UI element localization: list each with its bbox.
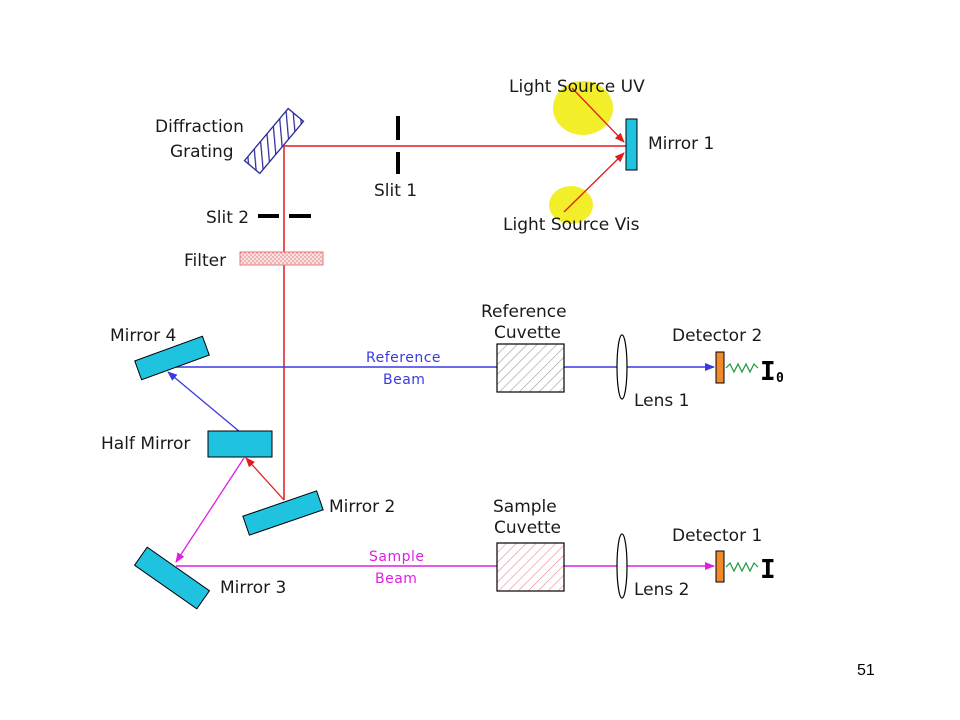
half-mirror-to-mirror3-beam xyxy=(175,457,245,563)
reference-beam-label-line2: Beam xyxy=(383,372,425,388)
page-number: 51 xyxy=(857,662,875,679)
detector2-signal-squiggle xyxy=(725,362,759,374)
mirror1 xyxy=(625,118,638,171)
mirror4 xyxy=(134,335,210,381)
sample-beam-label-line1: Sample xyxy=(369,549,425,565)
sample-cuvette-label-line1: Sample xyxy=(493,497,557,517)
mirror2 xyxy=(242,490,324,536)
mirror2-to-half-mirror-beam xyxy=(245,457,285,501)
lens1 xyxy=(616,334,628,400)
reference-cuvette-label-line1: Reference xyxy=(481,302,567,322)
detector1 xyxy=(715,550,725,583)
diffraction-grating-label-line1: Diffraction xyxy=(155,117,244,137)
slit2-label: Slit 2 xyxy=(206,208,249,228)
filter-label: Filter xyxy=(184,251,226,271)
mirror1-label: Mirror 1 xyxy=(648,134,714,154)
light-source-uv-lamp xyxy=(553,81,613,135)
lens2 xyxy=(616,533,628,599)
uv-to-mirror1-beam xyxy=(571,87,625,143)
mirror3 xyxy=(133,546,211,610)
mirror4-label: Mirror 4 xyxy=(110,326,176,346)
sample-beam-label-line2: Beam xyxy=(375,571,417,587)
lens2-label: Lens 2 xyxy=(634,580,689,600)
mirror2-label: Mirror 2 xyxy=(329,497,395,517)
filter xyxy=(239,251,324,266)
reference-intensity-subscript: 0 xyxy=(776,371,784,386)
reference-intensity-symbol: I xyxy=(760,357,776,387)
detector2 xyxy=(715,351,725,384)
lens1-label: Lens 1 xyxy=(634,391,689,411)
detector2-label: Detector 2 xyxy=(672,326,762,346)
reference-beam-label-line1: Reference xyxy=(366,350,441,366)
detector1-signal-squiggle xyxy=(725,561,759,573)
half-mirror xyxy=(207,430,273,458)
half-mirror-label: Half Mirror xyxy=(101,434,190,454)
detector1-label: Detector 1 xyxy=(672,526,762,546)
sample-cuvette-label-line2: Cuvette xyxy=(494,518,561,538)
reference-cuvette xyxy=(496,343,565,393)
slit1-label: Slit 1 xyxy=(374,181,417,201)
light-source-vis-label: Light Source Vis xyxy=(503,215,640,235)
reference-cuvette-label-line2: Cuvette xyxy=(494,323,561,343)
light-source-uv-label: Light Source UV xyxy=(509,77,645,97)
diffraction-grating xyxy=(243,107,305,175)
half-mirror-to-mirror4-beam xyxy=(167,371,241,433)
mirror3-label: Mirror 3 xyxy=(220,578,286,598)
diffraction-grating-label-line2: Grating xyxy=(170,142,234,162)
vis-to-mirror1-beam xyxy=(563,152,625,213)
sample-cuvette xyxy=(496,542,565,592)
sample-intensity-symbol: I xyxy=(760,555,776,585)
